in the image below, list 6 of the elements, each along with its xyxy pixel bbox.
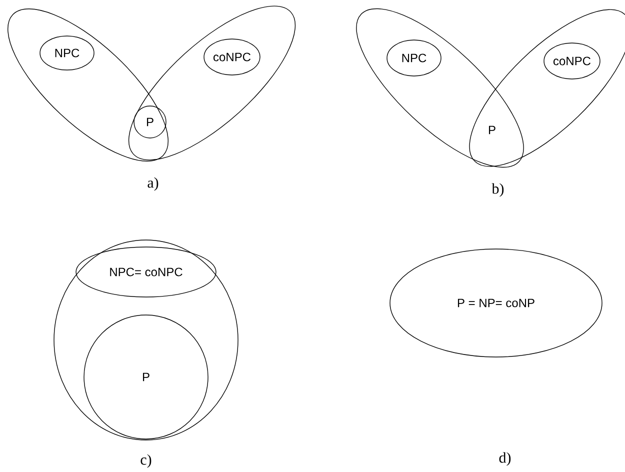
set-ellipse xyxy=(54,240,238,440)
set-label: P xyxy=(488,126,496,134)
panel-label: d) xyxy=(499,452,511,466)
panel-label: c) xyxy=(140,454,152,468)
panel-label: b) xyxy=(492,183,504,197)
panel-label: a) xyxy=(148,177,158,191)
